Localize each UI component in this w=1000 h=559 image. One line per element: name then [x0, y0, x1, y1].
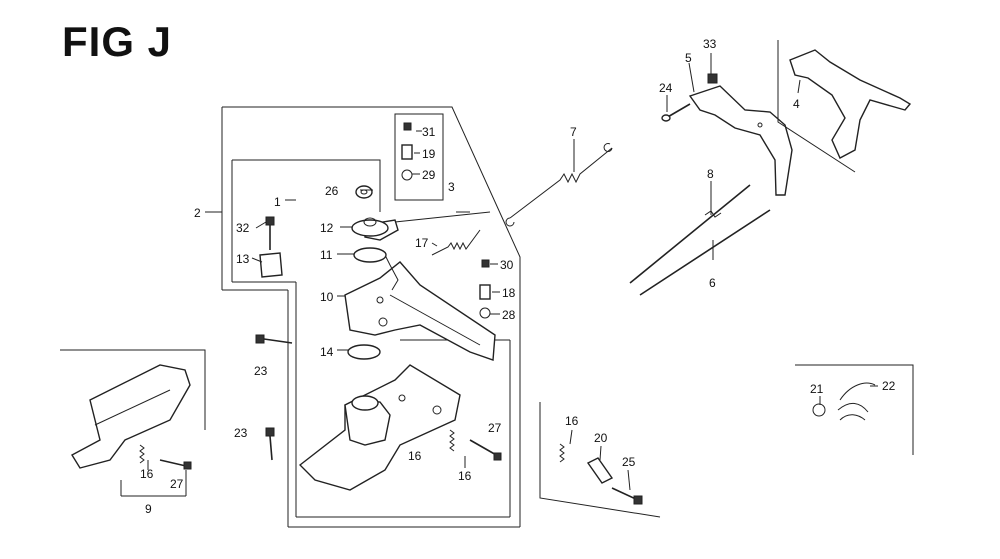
- washer-14: [347, 344, 381, 360]
- spring-16-lower: [449, 429, 455, 452]
- callout-9: 9: [145, 502, 152, 516]
- callout-25: 25: [622, 455, 636, 469]
- screw-27-main: [469, 439, 502, 461]
- callout-30: 30: [500, 258, 514, 272]
- spring-17: [431, 229, 481, 256]
- spring-7: [505, 143, 613, 227]
- callout-29: 29: [422, 168, 436, 182]
- callout-27-main: 27: [488, 421, 502, 435]
- screw-27-left: [159, 459, 192, 470]
- clip-21: [812, 403, 826, 417]
- callout-8: 8: [707, 167, 714, 181]
- chain-22: [837, 382, 876, 421]
- callout-14: 14: [320, 345, 334, 359]
- callout-32: 32: [236, 221, 250, 235]
- washer-11: [353, 247, 387, 263]
- subassembly-box-19: [394, 113, 444, 201]
- callout-11: 11: [320, 248, 333, 262]
- callout-17: 17: [415, 236, 429, 250]
- stud-31-19-29: [401, 122, 413, 181]
- callout-7: 7: [570, 125, 577, 139]
- stud-30-18-28: [479, 259, 491, 319]
- lever-5: [688, 85, 793, 196]
- callout-3: 3: [448, 180, 455, 194]
- rod-8: [629, 184, 751, 284]
- callout-5: 5: [685, 51, 692, 65]
- control-plate-10: [344, 254, 496, 361]
- callout-2: 2: [194, 206, 201, 220]
- bolt-25: [611, 487, 643, 505]
- bracket-4: [777, 40, 912, 173]
- callout-27-left: 27: [170, 477, 184, 491]
- callout-18: 18: [502, 286, 516, 300]
- callout-16-left: 16: [140, 467, 154, 481]
- callout-16-right: 16: [565, 414, 579, 428]
- detail-box-left: [60, 349, 206, 430]
- callout-22: 22: [882, 379, 896, 393]
- nut-33: [707, 73, 718, 84]
- rod-6: [639, 209, 771, 296]
- washer-12: [351, 217, 389, 237]
- leader-lines: [120, 53, 878, 497]
- spring-16-left: [139, 444, 145, 464]
- callout-20: 20: [594, 431, 608, 445]
- assembly-boundary-2: [221, 106, 521, 528]
- callout-23-lower: 23: [234, 426, 248, 440]
- callout-10: 10: [320, 290, 334, 304]
- callout-13: 13: [236, 252, 250, 266]
- callout-19: 19: [422, 147, 436, 161]
- figure-title: FIG J: [62, 18, 173, 65]
- detail-box-21-22: [795, 364, 914, 455]
- pin-24: [661, 103, 691, 122]
- assembly-boundary-1: [231, 159, 511, 518]
- screw-23-upper: [255, 334, 293, 344]
- callout-26: 26: [325, 184, 339, 198]
- bracket-13: [259, 252, 283, 278]
- spring-16-right: [559, 443, 565, 463]
- bolt-32: [265, 216, 275, 250]
- callout-28: 28: [502, 308, 516, 322]
- callout-labels: 1 2 3 4 5 6 7 8 9 10 11 12 13 14 16 16 1…: [140, 37, 896, 516]
- screw-23-lower: [265, 427, 275, 461]
- callout-24: 24: [659, 81, 673, 95]
- callout-16-lower: 16: [458, 469, 472, 483]
- callout-23-upper: 23: [254, 364, 268, 378]
- callout-12: 12: [320, 221, 334, 235]
- callout-31: 31: [422, 125, 436, 139]
- callout-4: 4: [793, 97, 800, 111]
- lower-bracket: [298, 364, 461, 491]
- callout-16-main: 16: [408, 449, 422, 463]
- callout-1: 1: [274, 195, 281, 209]
- nut-26: [355, 185, 373, 199]
- callout-33: 33: [703, 37, 717, 51]
- collar-20: [586, 457, 614, 484]
- bracket-9: [71, 364, 191, 469]
- detail-box-right: [539, 402, 661, 518]
- callout-21: 21: [810, 382, 824, 396]
- callout-6: 6: [709, 276, 716, 290]
